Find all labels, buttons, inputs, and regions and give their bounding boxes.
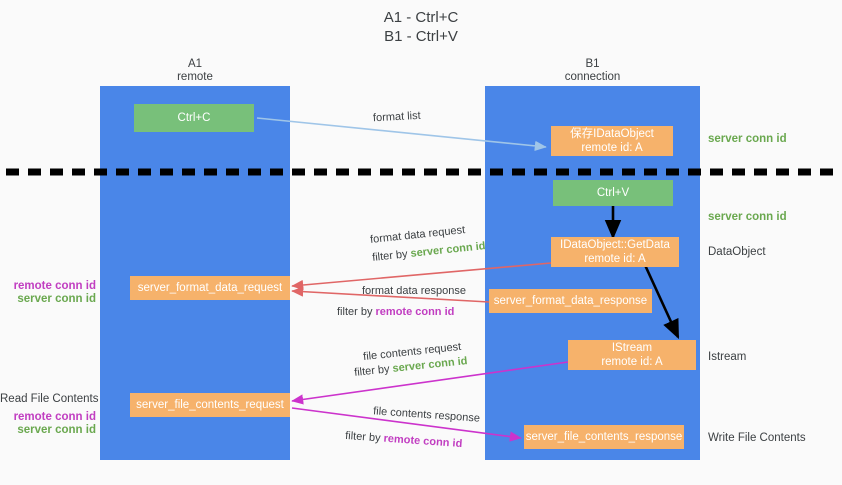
node-ctrl-v[interactable]: Ctrl+V <box>553 180 673 206</box>
node-server-format-data-response-label: server_format_data_response <box>493 295 648 307</box>
filter-value-4: remote conn id <box>383 432 463 451</box>
diagram-title: A1 - Ctrl+C B1 - Ctrl+V <box>0 8 842 46</box>
label-server-conn-id-2: server conn id <box>17 424 96 436</box>
title-line-1: A1 - Ctrl+C <box>383 9 459 26</box>
edge-label-format-list: format list <box>372 109 421 125</box>
label-read-file-contents: Read File Contents <box>0 393 99 405</box>
label-server-conn-id-mid: server conn id <box>708 211 787 223</box>
title-line-2: B1 - Ctrl+V <box>384 28 458 45</box>
node-server-format-data-request[interactable]: server_format_data_request <box>130 276 290 300</box>
node-ctrl-c-label: Ctrl+C <box>177 112 211 124</box>
node-save-idataobject[interactable]: 保存IDataObject remote id: A <box>551 126 673 156</box>
node-ctrl-c[interactable]: Ctrl+C <box>134 104 254 132</box>
filter-value-2: remote conn id <box>375 306 455 318</box>
label-remote-conn-id-1: remote conn id <box>13 280 96 292</box>
filter-prefix-4: filter by <box>344 429 385 445</box>
node-idataobject-getdata-remote-id: remote id: A <box>584 253 646 265</box>
node-server-format-data-request-label: server_format_data_request <box>137 282 283 294</box>
label-server-conn-id-1: server conn id <box>17 293 96 305</box>
node-idataobject-getdata[interactable]: IDataObject::GetData remote id: A <box>551 237 679 267</box>
label-remote-conn-id-2: remote conn id <box>13 411 96 423</box>
label-server-conn-id-top: server conn id <box>708 133 787 145</box>
filter-prefix-1: filter by <box>371 247 412 264</box>
column-header-a1-sub: remote <box>177 71 213 83</box>
node-server-file-contents-request[interactable]: server_file_contents_request <box>130 393 290 417</box>
label-dataobject: DataObject <box>708 246 766 258</box>
column-header-b1-sub: connection <box>564 71 621 83</box>
filter-value-1: server conn id <box>409 240 486 260</box>
filter-prefix-2: filter by <box>337 306 376 318</box>
node-server-file-contents-response[interactable]: server_file_contents_response <box>524 425 684 449</box>
node-istream-title: IStream <box>611 342 653 354</box>
node-save-idataobject-remote-id: remote id: A <box>581 142 643 154</box>
label-istream: Istream <box>708 351 747 363</box>
edge-label-format-data-response: format data response <box>362 285 466 297</box>
filter-prefix-3: filter by <box>353 362 394 379</box>
node-server-file-contents-request-label: server_file_contents_request <box>136 399 284 411</box>
node-istream[interactable]: IStream remote id: A <box>568 340 696 370</box>
edge-label-file-contents-response: file contents response <box>372 405 481 425</box>
node-istream-remote-id: remote id: A <box>601 356 663 368</box>
column-header-b1: B1 connection <box>485 58 700 84</box>
label-write-file-contents: Write File Contents <box>708 432 806 444</box>
column-header-b1-name: B1 <box>585 58 600 70</box>
node-ctrl-v-label: Ctrl+V <box>596 187 630 199</box>
node-idataobject-getdata-title: IDataObject::GetData <box>560 239 670 251</box>
node-server-format-data-response[interactable]: server_format_data_response <box>489 289 652 313</box>
edge-label-filter-by-remote-conn-id-2: filter by remote conn id <box>337 305 454 320</box>
column-header-a1: A1 remote <box>100 58 290 84</box>
column-header-a1-name: A1 <box>187 58 203 70</box>
node-save-idataobject-title: 保存IDataObject <box>570 128 654 140</box>
node-server-file-contents-response-label: server_file_contents_response <box>525 431 683 443</box>
edge-label-filter-by-remote-conn-id-4: filter by remote conn id <box>345 429 463 452</box>
